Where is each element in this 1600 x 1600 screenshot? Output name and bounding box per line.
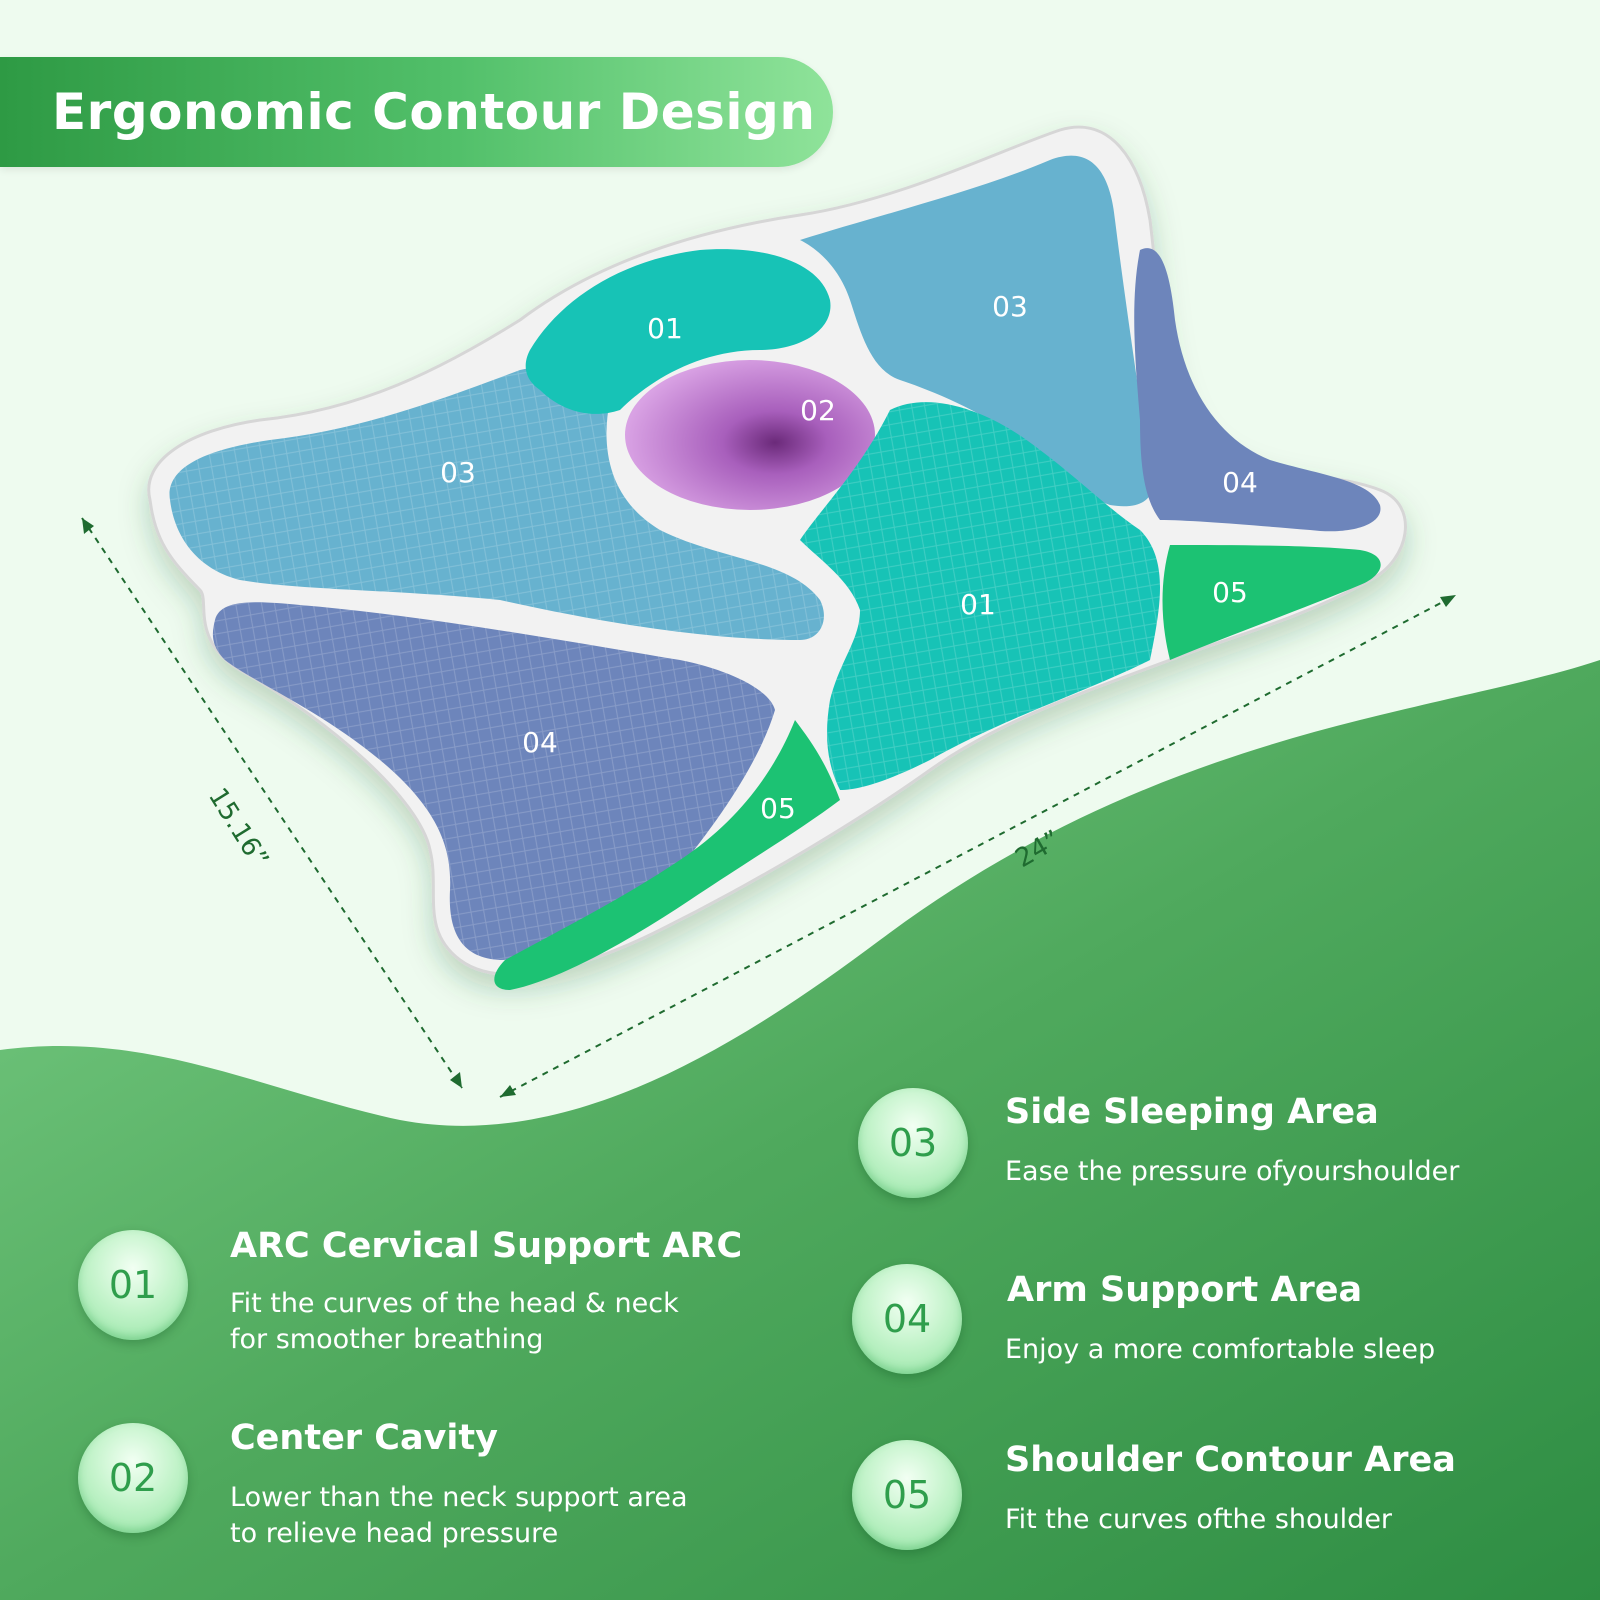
feature-number-badge: 01 [78, 1230, 188, 1340]
zone-02-cavity [625, 360, 875, 510]
zone-label: 05 [1212, 576, 1248, 609]
zone-05-right [1162, 545, 1381, 660]
feature-desc-line: for smoother breathing [230, 1324, 544, 1355]
feature-desc-line: Fit the curves ofthe shoulder [1005, 1504, 1393, 1535]
zone-04-right [1134, 248, 1381, 532]
feature-number-badge: 02 [78, 1423, 188, 1533]
zone-label: 03 [992, 290, 1028, 323]
feature-desc-line: Lower than the neck support area [230, 1482, 688, 1513]
feature-title: Arm Support Area [1007, 1270, 1363, 1310]
zone-label: 01 [647, 312, 683, 345]
width-label: 24” [1011, 825, 1066, 874]
zone-label: 05 [760, 792, 796, 825]
feature-desc-line: to relieve head pressure [230, 1518, 559, 1549]
zone-label: 04 [1222, 466, 1258, 499]
zone-05-left [494, 720, 840, 990]
depth-label: 15.16” [202, 783, 274, 873]
zone-03-right [800, 155, 1153, 507]
zone-label: 03 [440, 456, 476, 489]
feature-title: ARC Cervical Support ARC [230, 1226, 743, 1266]
feature-desc-line: Fit the curves of the head & neck [230, 1288, 679, 1319]
zone-label: 04 [522, 726, 558, 759]
title-banner: Ergonomic Contour Design [0, 57, 833, 167]
feature-title: Shoulder Contour Area [1005, 1440, 1456, 1480]
feature-desc-line: Ease the pressure ofyourshoulder [1005, 1156, 1460, 1187]
zone-label: 02 [800, 394, 836, 427]
feature-title: Center Cavity [230, 1418, 498, 1458]
page-title: Ergonomic Contour Design [52, 83, 816, 141]
feature-title: Side Sleeping Area [1005, 1092, 1379, 1132]
feature-desc-line: Enjoy a more comfortable sleep [1005, 1334, 1436, 1365]
feature-number-badge: 05 [852, 1440, 962, 1550]
feature-number-badge: 03 [858, 1088, 968, 1198]
zone-01-top [525, 249, 831, 414]
zone-label: 01 [960, 588, 996, 621]
feature-number-badge: 04 [852, 1264, 962, 1374]
